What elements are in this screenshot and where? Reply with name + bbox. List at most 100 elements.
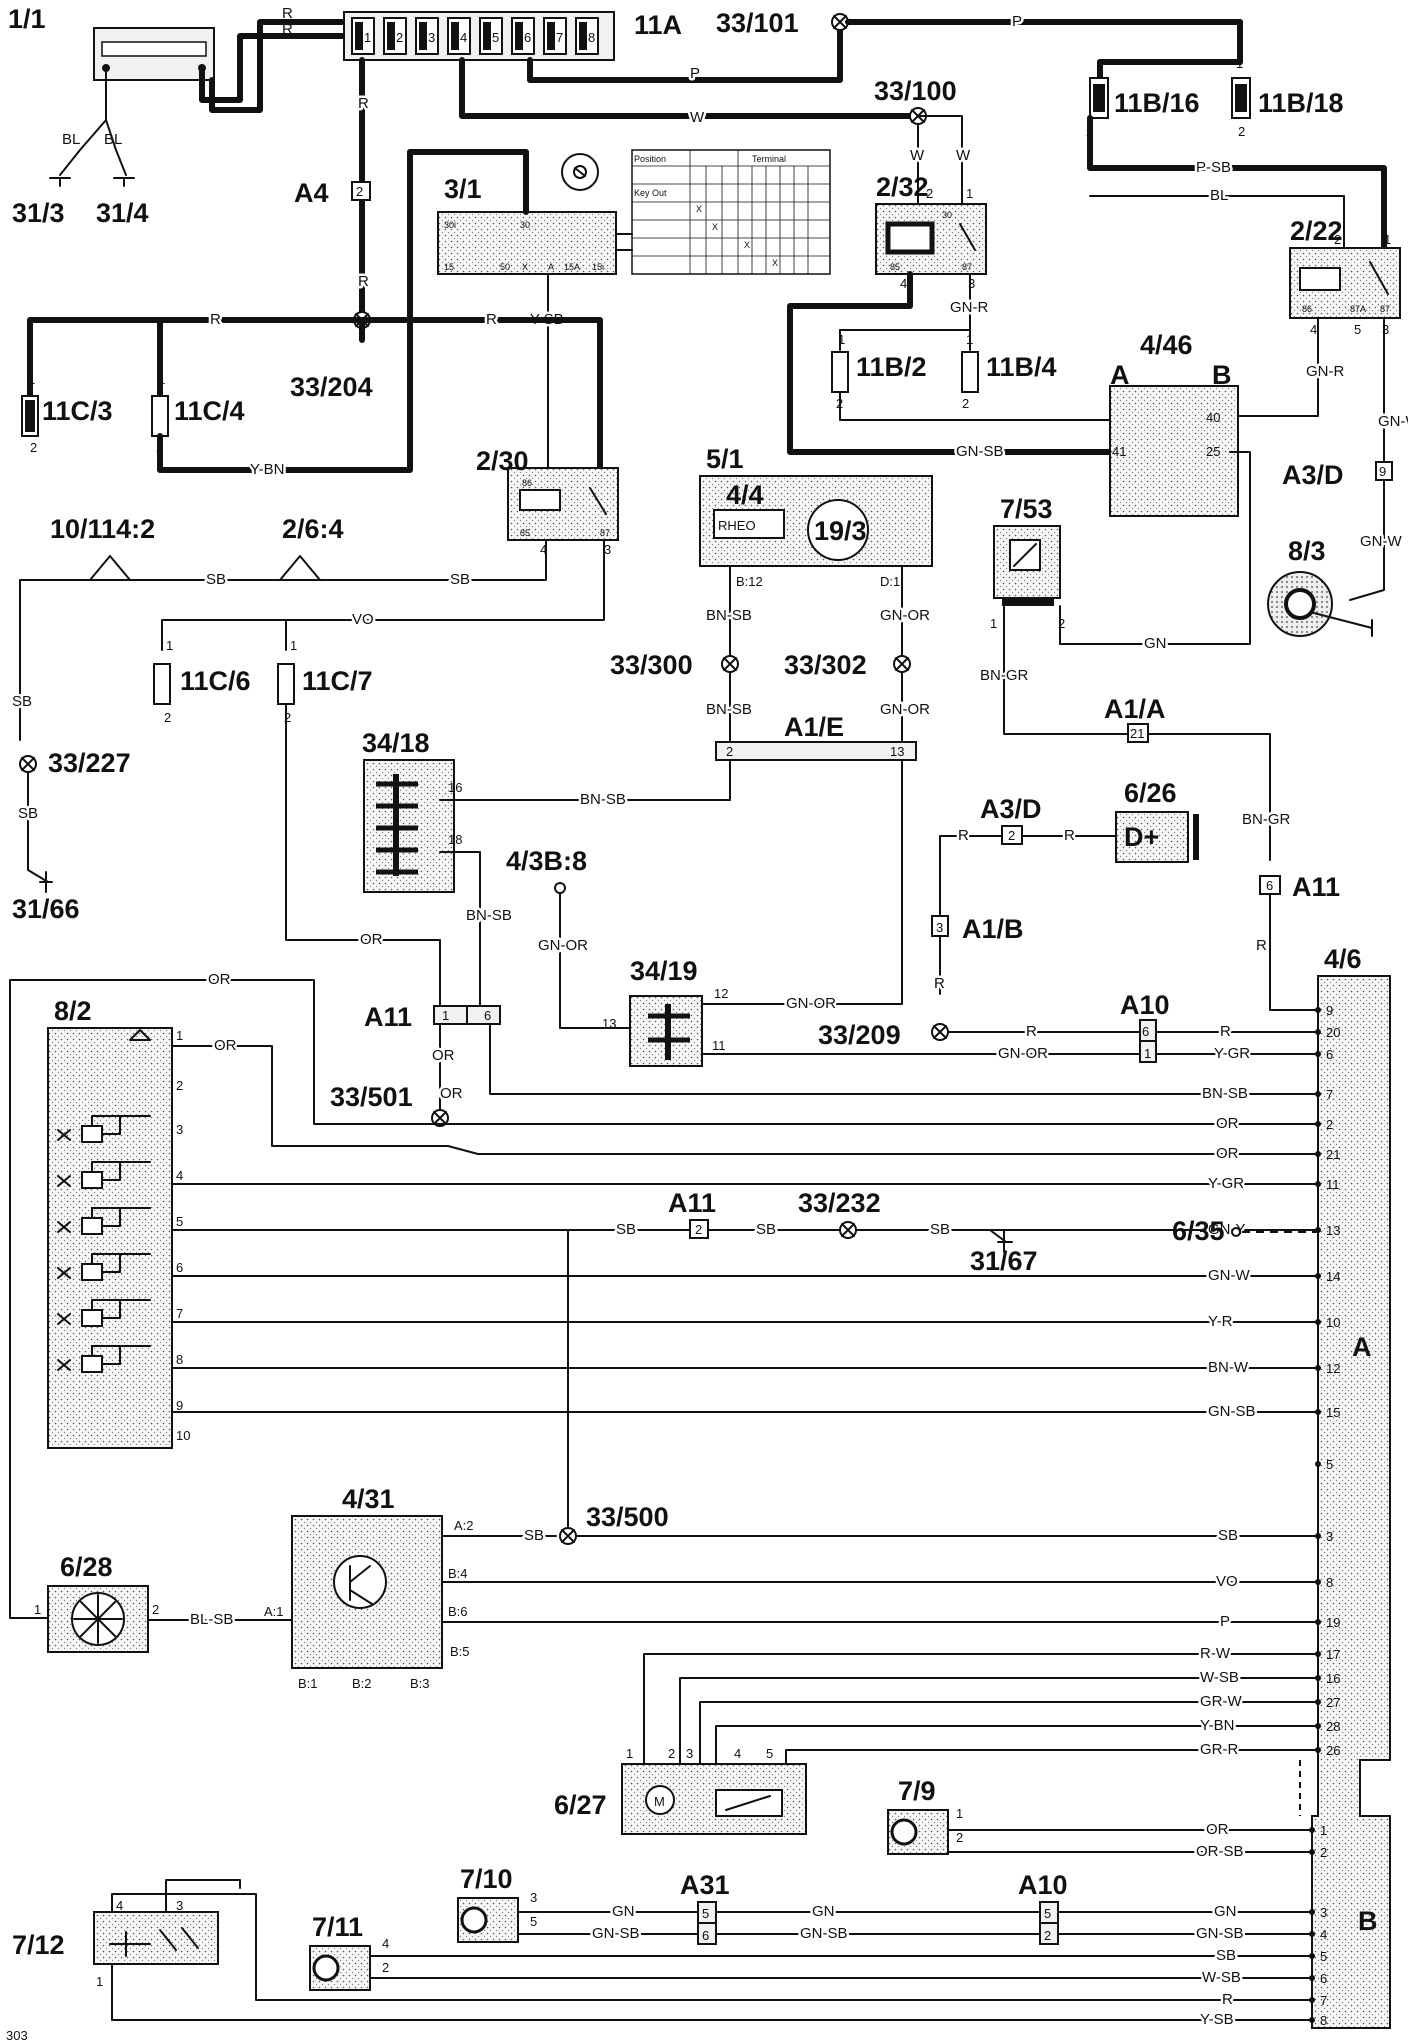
conn-pin: 6 (702, 1928, 709, 1943)
ecu-a-pin: 15 (1326, 1405, 1340, 1420)
fuse-11A-number: 5 (492, 30, 499, 45)
label-11B-2: 11B/2 (856, 352, 927, 382)
pin: 1 (838, 332, 845, 347)
injector-diode-icon (57, 1359, 71, 1371)
wire-label: VO (1216, 1573, 1238, 1590)
wire-label: R (1256, 937, 1267, 954)
label-A1-B: A1/B (962, 914, 1024, 944)
wire-label: SB (1218, 1527, 1238, 1544)
injector-block-pin: 2 (176, 1078, 183, 1093)
pin: 13 (602, 1016, 616, 1031)
label-A11-bottom: A11 (668, 1188, 716, 1218)
wire-label: P (1012, 13, 1022, 30)
label-11B-18: 11B/18 (1258, 88, 1344, 118)
label-A31: A31 (680, 1870, 730, 1900)
wire-label: R-W (1200, 1645, 1231, 1662)
wire-label: Y-BN (250, 461, 284, 478)
wire-label: R (1222, 1991, 1233, 2008)
pin: 5 (530, 1914, 537, 1929)
term: 85 (520, 528, 530, 538)
label-A10-top: A10 (1120, 990, 1170, 1020)
injector-lead (91, 1345, 151, 1365)
pin: 2 (1238, 124, 1245, 139)
injector-coil-icon (81, 1355, 103, 1373)
sensor-7-10 (457, 1897, 519, 1943)
wire-label: SB (206, 571, 226, 588)
label-2-22: 2/22 (1290, 216, 1343, 246)
label-A1-E: A1/E (784, 712, 844, 742)
wire-label: GN-R (950, 299, 988, 316)
fuse-11A-number: 2 (396, 30, 403, 45)
ecu-a-pin: 26 (1326, 1743, 1340, 1758)
wire-label: GN-OR (880, 607, 930, 624)
sensor-7-53 (993, 525, 1061, 606)
label-34-18: 34/18 (362, 728, 430, 758)
wire-label: BL (104, 131, 122, 148)
wire-label: BL (1210, 187, 1228, 204)
alternator-6-26 (1115, 811, 1199, 863)
wire-label: BL (62, 131, 80, 148)
ecu-a-pin: 6 (1326, 1047, 1333, 1062)
conn-pin: 21 (1130, 726, 1144, 741)
ecu-a-pin: 12 (1326, 1361, 1340, 1376)
wire-label: GR-W (1200, 1693, 1242, 1710)
wire-label: R (1064, 827, 1075, 844)
fuse-11A-number: 4 (460, 30, 467, 45)
wire-label: R (1220, 1023, 1231, 1040)
wire-label: BL-SB (190, 1611, 233, 1628)
fuse-11A-element (451, 22, 459, 50)
injector-lead (91, 1115, 151, 1135)
fuse-11A-number: 7 (556, 30, 563, 45)
connector-A10-top (1139, 1019, 1157, 1063)
wire-label: BN-GR (980, 667, 1029, 684)
label-6-35: 6/35 (1172, 1216, 1225, 1246)
pin: 5 (766, 1746, 773, 1761)
pin: 3 (1382, 322, 1389, 337)
motor-symbol: M (654, 1794, 665, 1809)
term: A:2 (454, 1518, 474, 1533)
ecu-a-pin: 3 (1326, 1529, 1333, 1544)
injector-lead (91, 1161, 151, 1181)
ecu-b-pin: 1 (1320, 1823, 1327, 1838)
connector-A31 (697, 1901, 717, 1945)
wire-label: W (690, 109, 705, 126)
fuse-11C-3 (21, 395, 39, 437)
pin: 1 (290, 638, 297, 653)
ground-31-3: 31/3 (12, 198, 65, 228)
ecu-a-pin: 20 (1326, 1025, 1340, 1040)
term: B:6 (448, 1604, 468, 1619)
term: 30i (444, 220, 456, 230)
ecu-b-pin: 6 (1320, 1971, 1327, 1986)
fuse-11B-18 (1231, 77, 1251, 119)
term: B:12 (736, 574, 763, 589)
injector-block-pin: 4 (176, 1168, 183, 1183)
switch-table-row: Key Out (634, 188, 667, 198)
pin: 4 (900, 276, 907, 291)
ecu-b-pin: 8 (1320, 2013, 1327, 2028)
wire-label: GN (1214, 1903, 1237, 1920)
connector-A1-E (715, 741, 917, 761)
wire-label: SB (524, 1527, 544, 1544)
ecu-a-pin: 9 (1326, 1003, 1333, 1018)
conn-a4-pin: 2 (356, 184, 363, 199)
term: B:3 (410, 1676, 430, 1691)
wire-label: P-SB (1196, 159, 1231, 176)
motor-6-27 (621, 1763, 807, 1835)
ecu-b-pin: 3 (1320, 1905, 1327, 1920)
pin: 2 (164, 710, 171, 725)
injector-block-pin: 5 (176, 1214, 183, 1229)
splice-33-100: 33/100 (874, 76, 957, 106)
relay-2-32 (875, 203, 987, 275)
conn-pin: 6 (1266, 878, 1273, 893)
wire-label: R (210, 311, 221, 328)
fuse-box-1-1 (93, 27, 215, 81)
injector-diode-icon (57, 1313, 71, 1325)
wire-label: Y-GR (1208, 1175, 1244, 1192)
pin: 4 (382, 1936, 389, 1951)
conn-pin: 40 (1206, 410, 1220, 425)
wire-label: R (358, 95, 369, 112)
label-11A: 11A (634, 10, 682, 40)
term: X (522, 262, 528, 272)
